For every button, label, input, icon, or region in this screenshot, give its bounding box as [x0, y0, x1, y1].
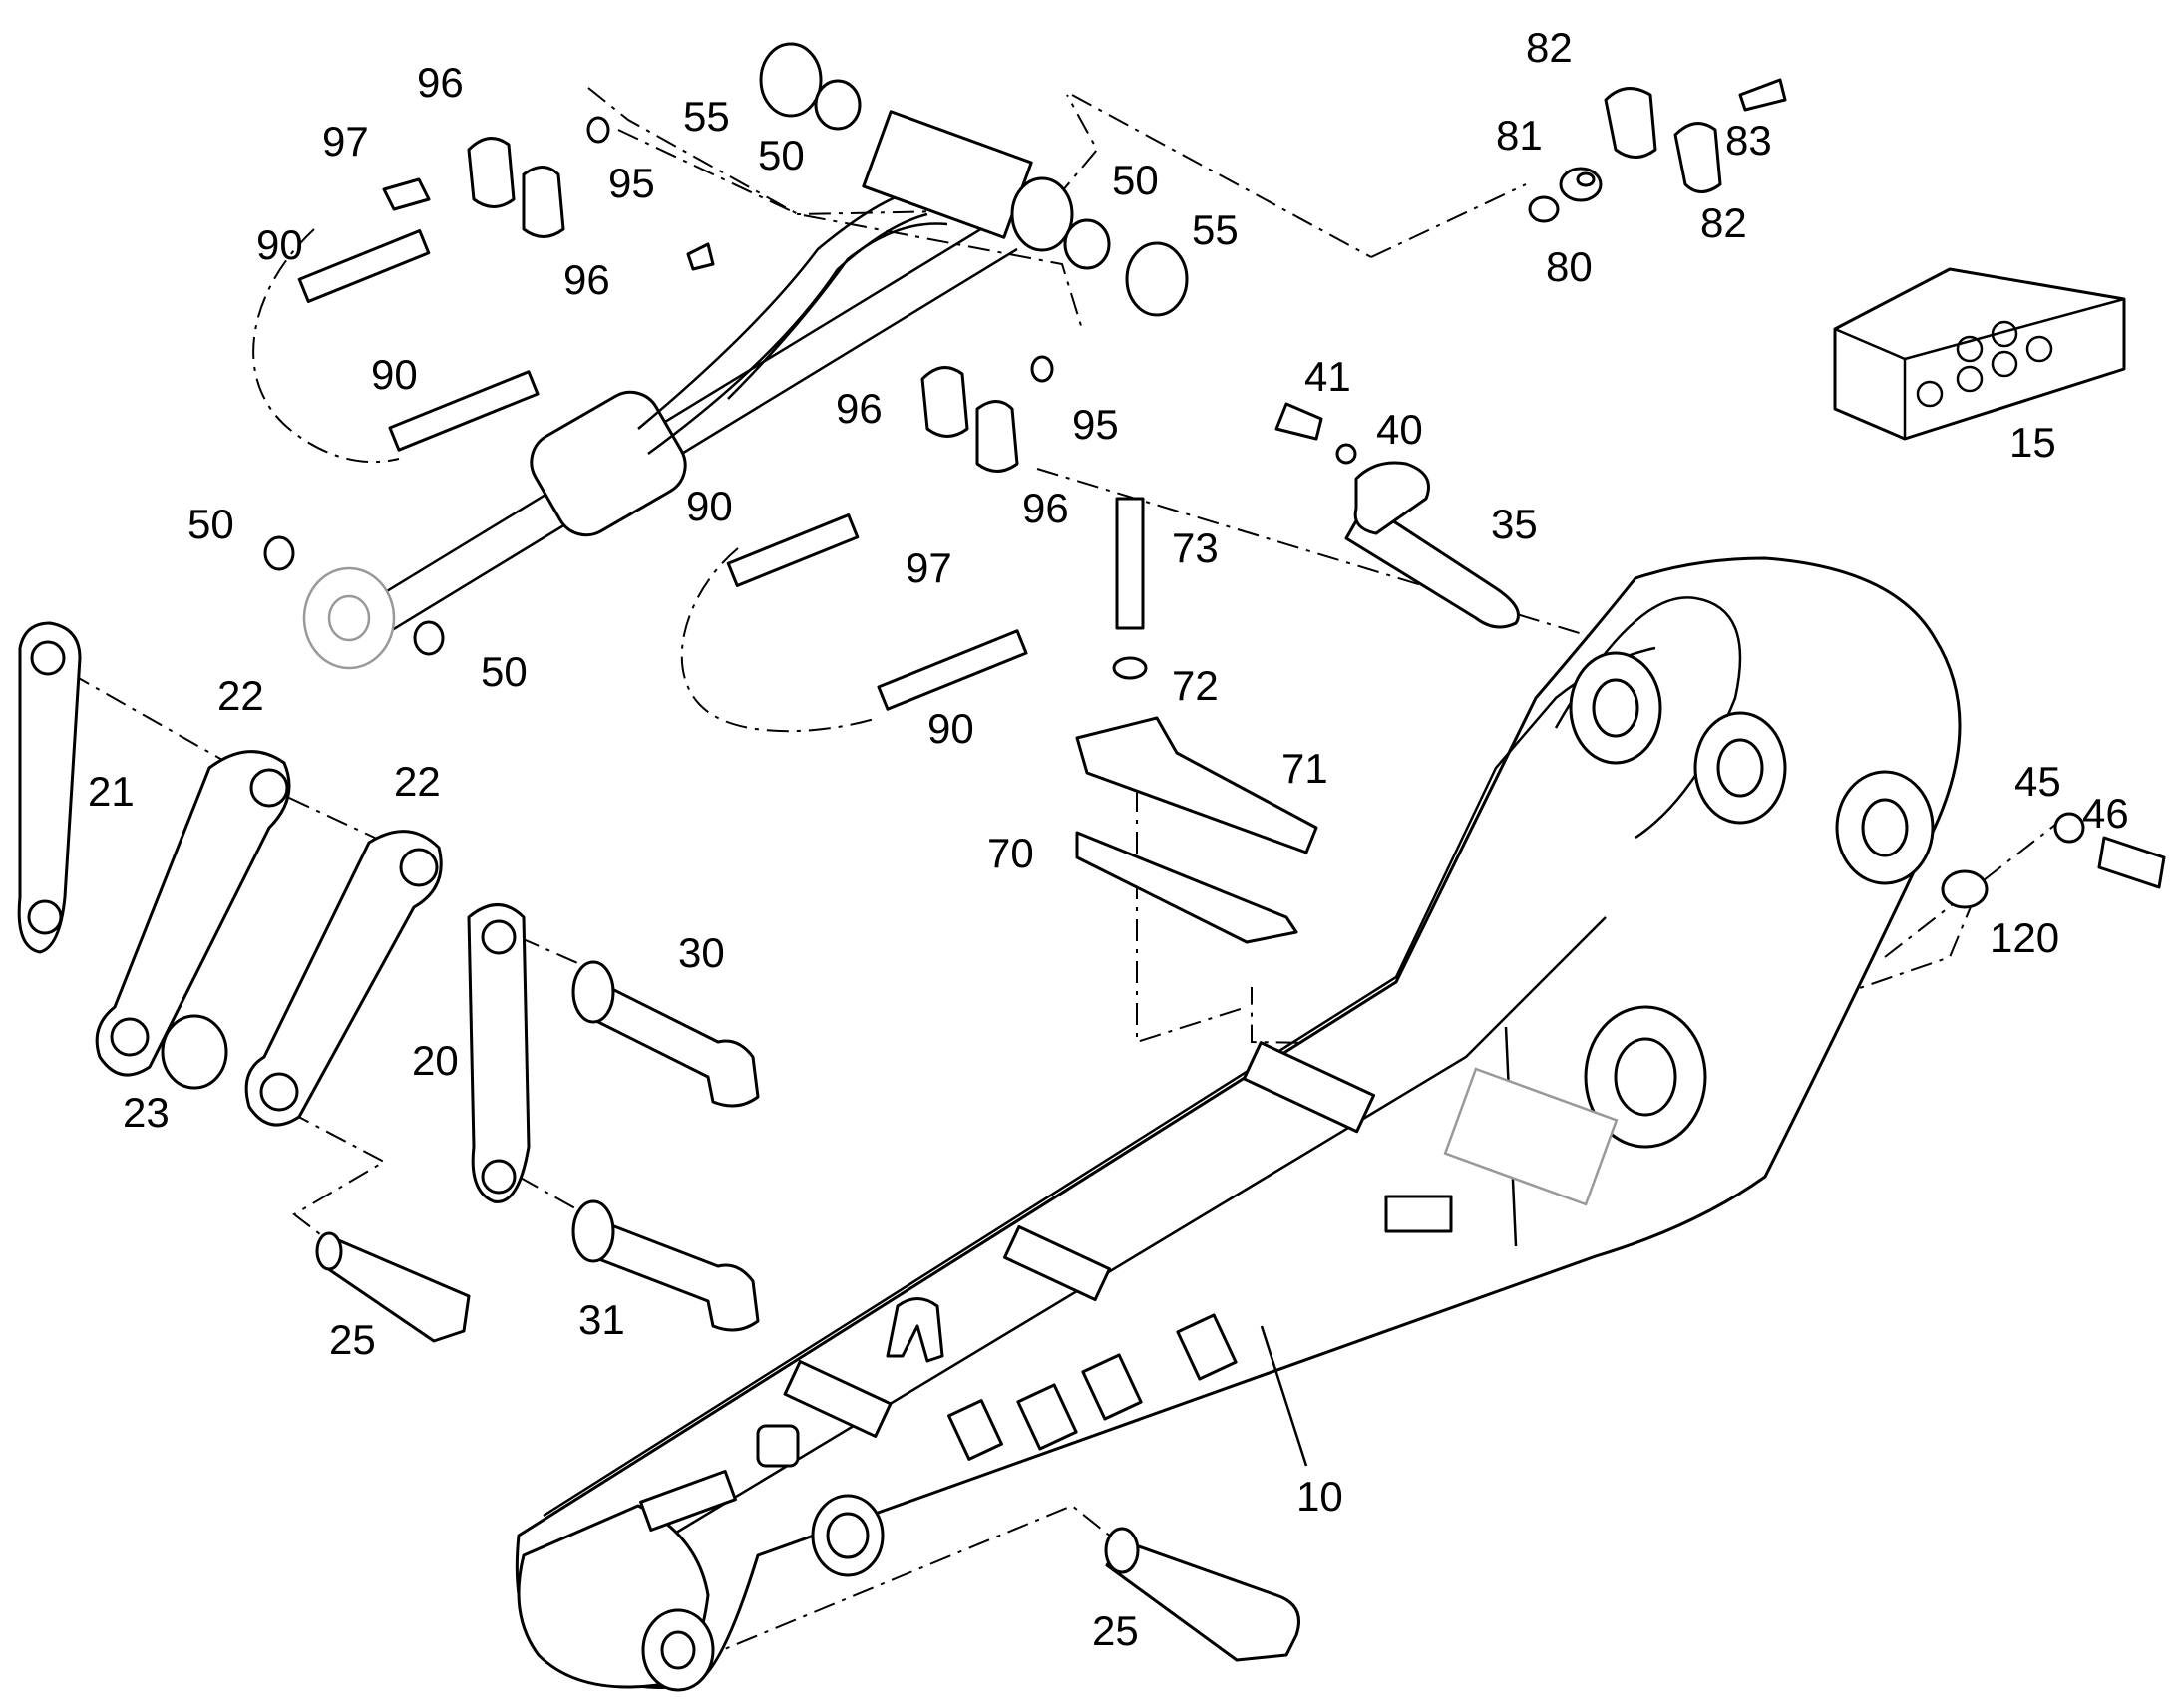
- callout-45: 45: [2014, 758, 2061, 805]
- callout-10-leader: [1260, 1325, 1308, 1467]
- callout-96: 96: [417, 59, 464, 106]
- callout-30: 30: [678, 929, 725, 976]
- callout-21: 21: [88, 768, 135, 815]
- callout-labels: 97 96 55 50 95 90 96 90 50 55 96 95 96 9…: [88, 24, 2129, 1654]
- callout-23: 23: [123, 1089, 170, 1136]
- callout-96: 96: [1022, 485, 1069, 531]
- callout-95: 95: [608, 160, 655, 206]
- callout-97: 97: [322, 118, 369, 165]
- callout-73: 73: [1172, 524, 1219, 571]
- callout-83: 83: [1725, 117, 1772, 164]
- callout-20: 20: [412, 1037, 459, 1084]
- callout-50: 50: [187, 501, 234, 547]
- callout-90: 90: [927, 705, 974, 752]
- callout-41: 41: [1304, 353, 1351, 400]
- callout-96: 96: [836, 385, 883, 432]
- callout-46: 46: [2082, 790, 2129, 837]
- callout-72: 72: [1172, 662, 1219, 709]
- link-rods: [17, 621, 531, 1203]
- callout-55: 55: [683, 93, 730, 140]
- pins: [315, 402, 1520, 1662]
- callout-25: 25: [329, 1316, 376, 1363]
- callout-15: 15: [2009, 419, 2056, 466]
- callout-50: 50: [758, 132, 805, 178]
- callout-40: 40: [1376, 406, 1423, 453]
- boom-body: [515, 556, 1962, 1692]
- callout-82: 82: [1700, 199, 1747, 246]
- callout-90: 90: [686, 483, 733, 529]
- callout-22: 22: [394, 758, 441, 805]
- valve-block-15: [1833, 267, 2126, 441]
- callout-95: 95: [1072, 401, 1119, 448]
- callout-55: 55: [1192, 206, 1239, 253]
- callout-71: 71: [1281, 745, 1328, 792]
- callout-90: 90: [256, 221, 303, 268]
- callout-50: 50: [481, 648, 528, 695]
- callout-22: 22: [217, 672, 264, 719]
- callout-120: 120: [1990, 914, 2059, 961]
- callout-31: 31: [578, 1296, 625, 1343]
- callout-35: 35: [1491, 501, 1538, 547]
- callout-70: 70: [987, 830, 1034, 876]
- callout-82: 82: [1526, 24, 1573, 71]
- callout-25: 25: [1092, 1607, 1139, 1654]
- callout-97: 97: [906, 544, 952, 591]
- hydraulic-cylinder: [302, 110, 1074, 670]
- callout-81: 81: [1496, 112, 1543, 159]
- callout-90: 90: [371, 351, 418, 398]
- callout-80: 80: [1546, 243, 1593, 290]
- callout-96: 96: [563, 256, 610, 303]
- small-hardware: [263, 42, 2166, 944]
- callout-50: 50: [1112, 157, 1159, 203]
- callout-10: 10: [1296, 1473, 1343, 1520]
